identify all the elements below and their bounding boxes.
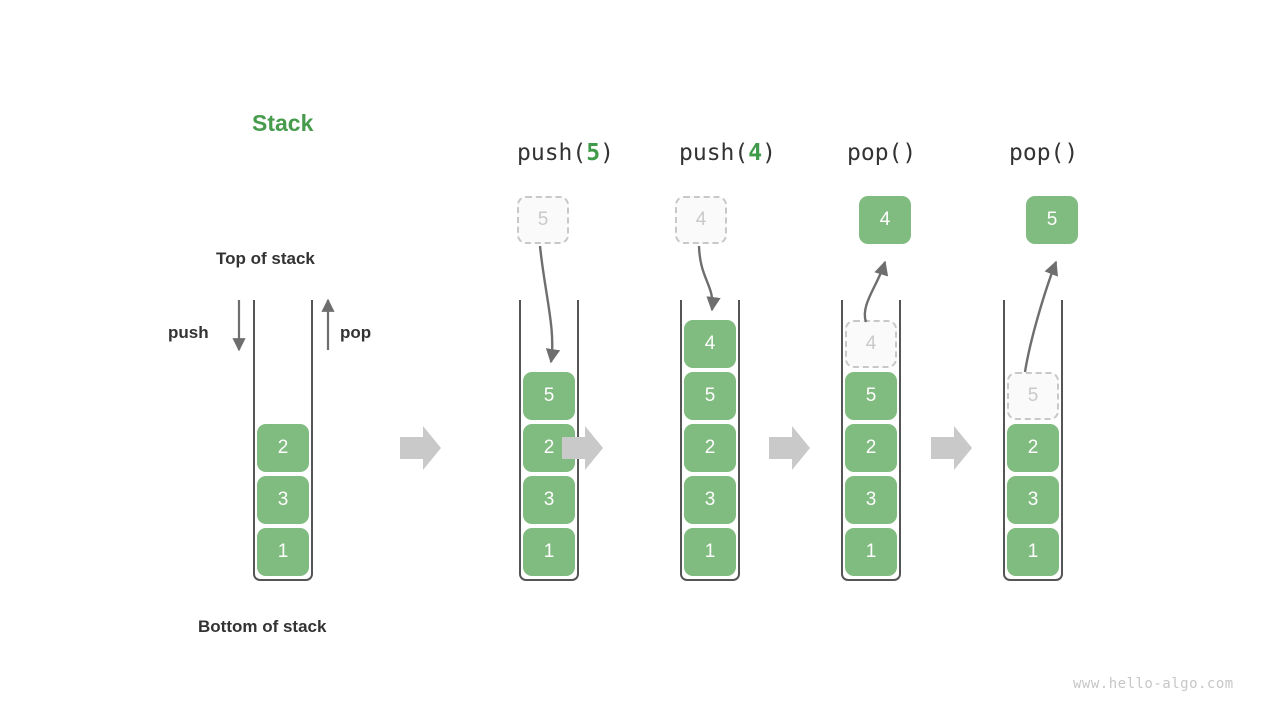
- popped-element: 5: [1026, 196, 1078, 244]
- stack-container-pop-2: [1003, 300, 1063, 581]
- stack-element: 3: [684, 476, 736, 524]
- page-title: Stack: [252, 110, 314, 136]
- stack-element: 3: [845, 476, 897, 524]
- stack-element: 2: [1007, 424, 1059, 472]
- pop-label: pop: [340, 323, 372, 342]
- watermark: www.hello-algo.com: [1073, 676, 1234, 692]
- stage-header-push-5: push(5): [517, 140, 614, 166]
- stack-container-initial: [253, 300, 313, 581]
- stack-container-push-4: [680, 300, 740, 581]
- op-name: push(: [679, 140, 749, 166]
- stack-element: 5: [523, 372, 575, 420]
- stack-element: 3: [1007, 476, 1059, 524]
- stack-element: 2: [257, 424, 309, 472]
- stack-element-ghost: 5: [1007, 372, 1059, 420]
- stage-header-push-4: push(4): [679, 140, 776, 166]
- stack-element: 2: [523, 424, 575, 472]
- popped-element: 4: [859, 196, 911, 244]
- stack-element: 1: [684, 528, 736, 576]
- bottom-of-stack-label: Bottom of stack: [198, 617, 327, 636]
- op-close: ): [1064, 140, 1079, 166]
- stack-element: 3: [257, 476, 309, 524]
- stack-element: 5: [845, 372, 897, 420]
- right-arrow-icon: [931, 426, 972, 470]
- stack-element: 5: [684, 372, 736, 420]
- op-arg: 4: [748, 140, 763, 166]
- incoming-ghost-element: 4: [675, 196, 727, 244]
- op-close: ): [902, 140, 917, 166]
- stack-element: 2: [684, 424, 736, 472]
- push-label: push: [168, 323, 209, 342]
- stack-element: 1: [523, 528, 575, 576]
- stack-element: 3: [523, 476, 575, 524]
- stack-element: 2: [845, 424, 897, 472]
- right-arrow-icon: [400, 426, 441, 470]
- stack-element-ghost: 4: [845, 320, 897, 368]
- stack-element: 1: [1007, 528, 1059, 576]
- stack-element: 1: [257, 528, 309, 576]
- op-name: push(: [517, 140, 587, 166]
- op-arg: 5: [586, 140, 601, 166]
- op-close: ): [600, 140, 614, 166]
- stack-container-pop-1: [841, 300, 901, 581]
- top-of-stack-label: Top of stack: [216, 249, 315, 268]
- stage-header-pop-2: pop(): [1009, 140, 1078, 166]
- right-arrow-icon: [769, 426, 810, 470]
- stage-header-pop-1: pop(): [847, 140, 916, 166]
- op-name: pop(: [1009, 140, 1065, 166]
- stack-element: 1: [845, 528, 897, 576]
- stack-element: 4: [684, 320, 736, 368]
- incoming-ghost-element: 5: [517, 196, 569, 244]
- op-close: ): [762, 140, 776, 166]
- op-name: pop(: [847, 140, 903, 166]
